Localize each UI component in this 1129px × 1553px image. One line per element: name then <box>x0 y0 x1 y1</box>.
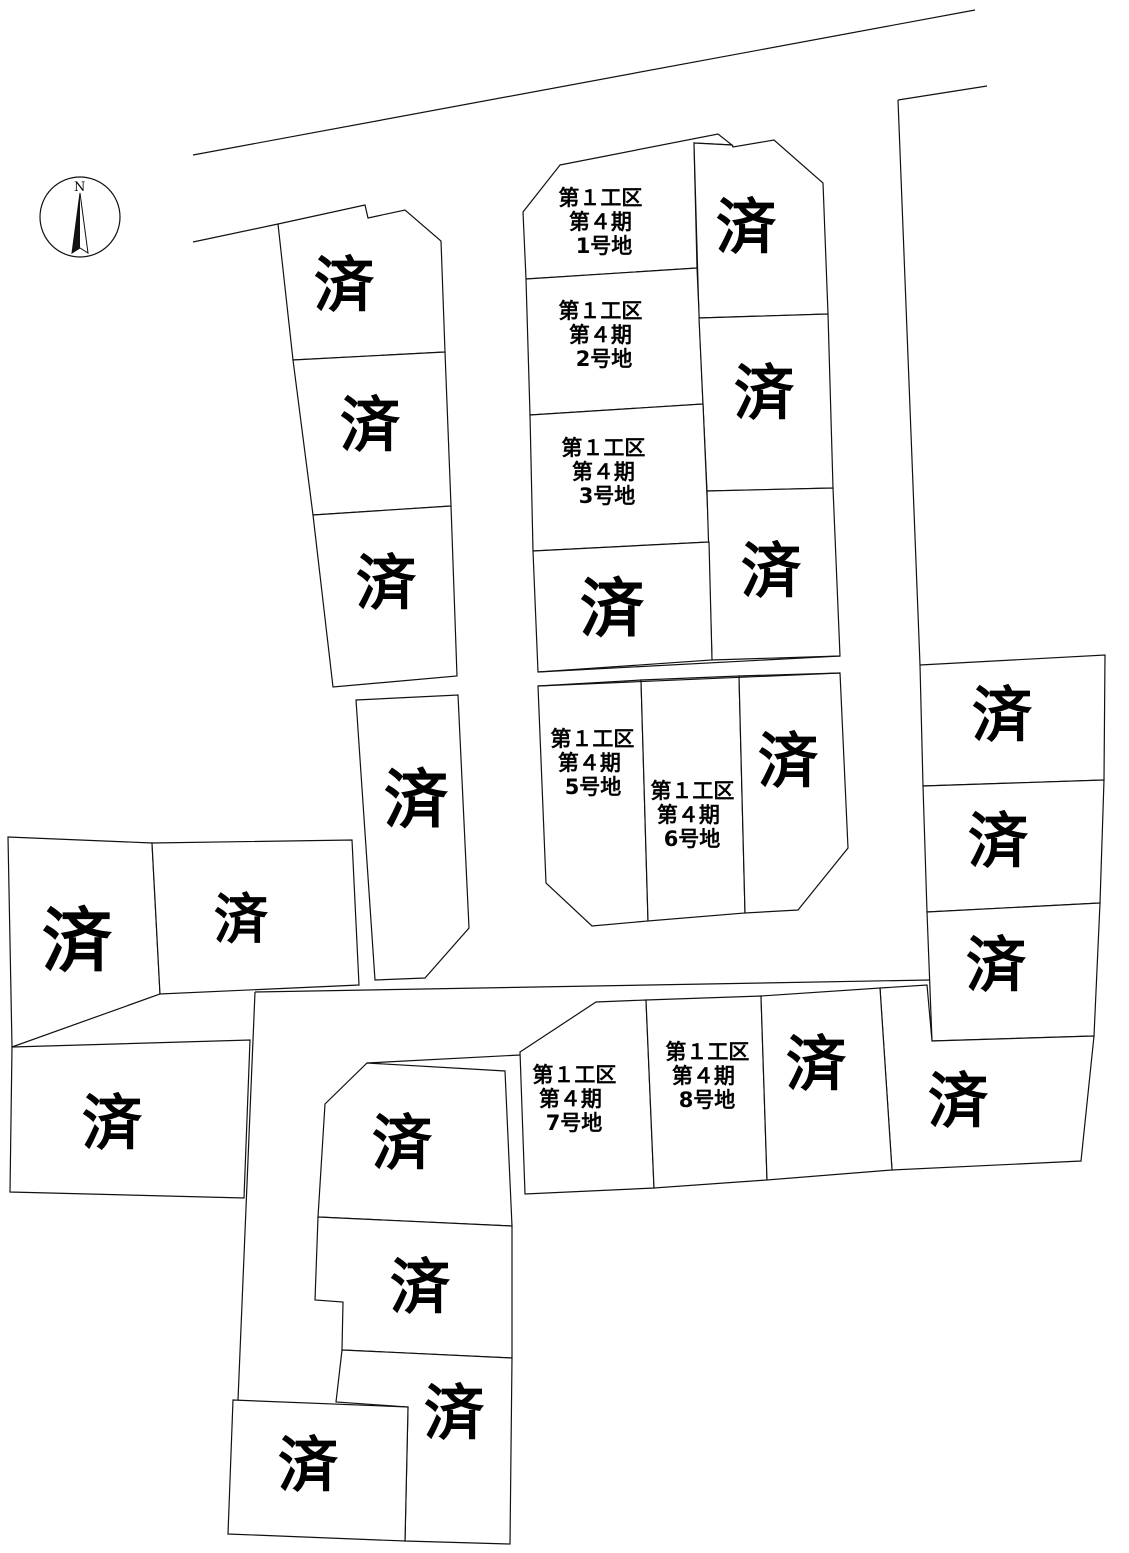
sold-mark-a4: 済 <box>384 764 449 838</box>
lot-8-label: 第１工区 第４期 8号地 <box>665 1040 756 1112</box>
lower-road-edge-2 <box>366 1054 521 1064</box>
lot-sold-b2 <box>151 839 360 995</box>
lot-6-line-3: 6号地 <box>664 827 721 851</box>
lot-labels: 第１工区 第４期 1号地 第１工区 第４期 2号地 第１工区 第４期 3号地 第… <box>532 186 756 1135</box>
lot-8-line-2: 第４期 <box>672 1064 735 1088</box>
right-road-line <box>897 85 988 101</box>
lot-sold-f4 <box>227 1399 409 1542</box>
lot-3-line-2: 第４期 <box>572 460 635 484</box>
lot-6-line-1: 第１工区 <box>650 779 734 803</box>
sold-mark-f1: 済 <box>372 1109 433 1179</box>
top-road-line <box>192 9 976 156</box>
compass-north-label: N <box>74 180 85 195</box>
lot-5-label: 第１工区 第４期 5号地 <box>550 727 641 799</box>
sold-mark-f3: 済 <box>424 1379 485 1449</box>
lot-5 <box>537 679 649 927</box>
sold-mark-f2: 済 <box>390 1253 451 1323</box>
sold-mark-c1: 済 <box>716 193 777 263</box>
lot-7-line-3: 7号地 <box>546 1111 603 1135</box>
sold-mark-c5: 済 <box>758 727 819 797</box>
lot-2-line-1: 第１工区 <box>558 299 642 323</box>
central-block <box>522 133 849 927</box>
sold-mark-f4: 済 <box>278 1431 339 1501</box>
sold-mark-a2: 済 <box>340 391 401 461</box>
lot-1-line-3: 1号地 <box>576 234 633 258</box>
sold-mark-d3: 済 <box>966 931 1027 1001</box>
lot-1-label: 第１工区 第４期 1号地 <box>558 186 649 258</box>
sold-mark-d1: 済 <box>972 681 1033 751</box>
left-upper-block <box>277 204 470 981</box>
sold-mark-d2: 済 <box>968 807 1029 877</box>
sold-mark-c4: 済 <box>580 573 645 647</box>
lot-3-line-1: 第１工区 <box>561 436 645 460</box>
lower-road-line <box>254 979 931 993</box>
lot-8-line-3: 8号地 <box>679 1088 736 1112</box>
left-lower-block <box>7 836 360 1199</box>
sold-mark-c2: 済 <box>734 359 795 429</box>
lot-2-line-2: 第４期 <box>569 323 632 347</box>
sold-mark-a3: 済 <box>356 549 417 619</box>
central-divider <box>537 655 841 673</box>
lot-7-line-1: 第１工区 <box>532 1063 616 1087</box>
lot-2-line-3: 2号地 <box>576 347 633 371</box>
sold-markers: 済 済 済 済 済 済 済 済 済 済 済 済 済 済 済 済 済 済 済 済 … <box>42 193 1033 1501</box>
right-block <box>879 99 1106 1171</box>
lot-1-line-1: 第１工区 <box>558 186 642 210</box>
lot-8-line-1: 第１工区 <box>665 1040 749 1064</box>
lower-road-edge <box>237 991 256 1401</box>
lot-sold-e1 <box>760 987 893 1181</box>
lot-6-label: 第１工区 第４期 6号地 <box>650 779 741 851</box>
upper-road-line <box>192 223 279 243</box>
sold-mark-b2: 済 <box>214 888 269 951</box>
lot-7-line-2: 第４期 <box>539 1087 602 1111</box>
right-boundary-line <box>897 99 921 666</box>
lot-2-label: 第１工区 第４期 2号地 <box>558 299 649 371</box>
lot-5-line-2: 第４期 <box>558 751 621 775</box>
lot-6-line-2: 第４期 <box>657 803 720 827</box>
lot-5-line-1: 第１工区 <box>550 727 634 751</box>
road-lines <box>192 9 988 243</box>
lot-sold-a3 <box>312 505 458 688</box>
sold-mark-a1: 済 <box>314 251 375 321</box>
central-divider-2 <box>537 672 841 687</box>
sold-mark-b1: 済 <box>42 900 113 982</box>
sold-mark-d4: 済 <box>928 1067 989 1137</box>
lot-1-line-2: 第４期 <box>569 210 632 234</box>
lot-sold-a4 <box>355 694 470 981</box>
sold-mark-c3: 済 <box>741 537 802 607</box>
lower-middle-block <box>237 979 931 1401</box>
sold-mark-b3: 済 <box>82 1089 143 1159</box>
sold-mark-e1: 済 <box>786 1030 847 1100</box>
lot-3-line-3: 3号地 <box>579 484 636 508</box>
lot-sold-c4 <box>532 541 713 673</box>
lot-3-label: 第１工区 第４期 3号地 <box>561 436 652 508</box>
north-compass: N <box>39 176 121 258</box>
bottom-block <box>227 1062 513 1545</box>
lot-7-label: 第１工区 第４期 7号地 <box>532 1063 623 1135</box>
lot-sold-b3 <box>9 1039 251 1199</box>
lot-5-line-3: 5号地 <box>565 775 622 799</box>
